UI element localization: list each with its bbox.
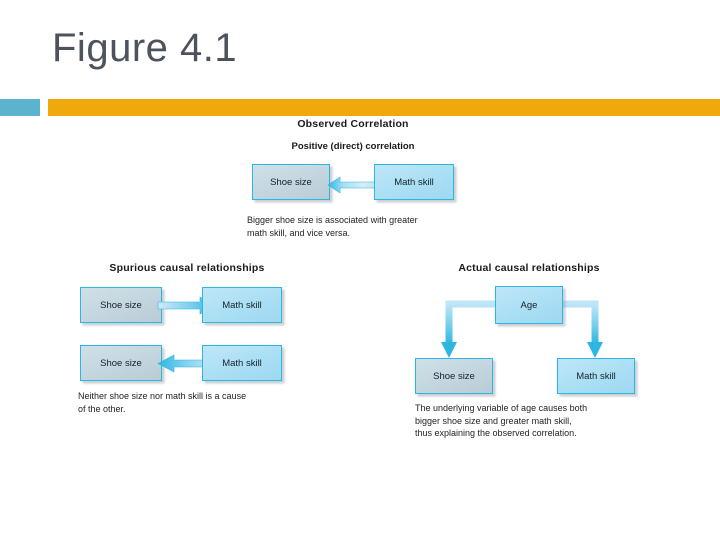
- spurious-row1-box-shoe-size: Shoe size: [80, 287, 162, 323]
- spurious-caption-line2: of the other.: [78, 403, 126, 414]
- spurious-caption: Neither shoe size nor math skill is a ca…: [78, 390, 296, 415]
- spurious-caption-line1: Neither shoe size nor math skill is a ca…: [78, 391, 247, 401]
- actual-box-math-skill: Math skill: [557, 358, 635, 394]
- observed-caption-line1: Bigger shoe size is associated with grea…: [247, 215, 418, 225]
- title-divider: [0, 99, 720, 116]
- actual-heading: Actual causal relationships: [458, 262, 600, 274]
- observed-subheading: Positive (direct) correlation: [291, 141, 415, 152]
- spurious-row2-box-shoe-size: Shoe size: [80, 345, 162, 381]
- spurious-row2-box-math-skill: Math skill: [202, 345, 282, 381]
- spurious-row1-box-math-skill: Math skill: [202, 287, 282, 323]
- observed-caption-line2: math skill, and vice versa.: [247, 227, 351, 238]
- panel-actual-relationships: Actual causal relationships Age Shoe siz…: [415, 262, 643, 442]
- actual-box-age: Age: [495, 286, 563, 324]
- divider-accent-block: [0, 99, 40, 116]
- observed-box-math-skill: Math skill: [374, 164, 454, 200]
- actual-caption-line2: bigger shoe size and greater math skill,: [415, 415, 572, 426]
- observed-box-shoe-size: Shoe size: [252, 164, 330, 200]
- spurious-heading: Spurious causal relationships: [109, 262, 265, 274]
- panel-spurious-relationships: Spurious causal relationships Shoe size …: [78, 262, 296, 432]
- divider-bar: [48, 99, 720, 116]
- page-title: Figure 4.1: [52, 26, 238, 70]
- actual-box-shoe-size: Shoe size: [415, 358, 493, 394]
- observed-caption: Bigger shoe size is associated with grea…: [247, 214, 465, 239]
- observed-heading: Observed Correlation: [297, 118, 409, 130]
- panel-observed-correlation: Observed Correlation Positive (direct) c…: [243, 116, 463, 248]
- actual-caption: The underlying variable of age causes bo…: [415, 402, 643, 440]
- actual-caption-line1: The underlying variable of age causes bo…: [415, 403, 588, 413]
- actual-caption-line3: thus explaining the observed correlation…: [415, 428, 577, 438]
- figure-diagram: Observed Correlation Positive (direct) c…: [0, 116, 720, 446]
